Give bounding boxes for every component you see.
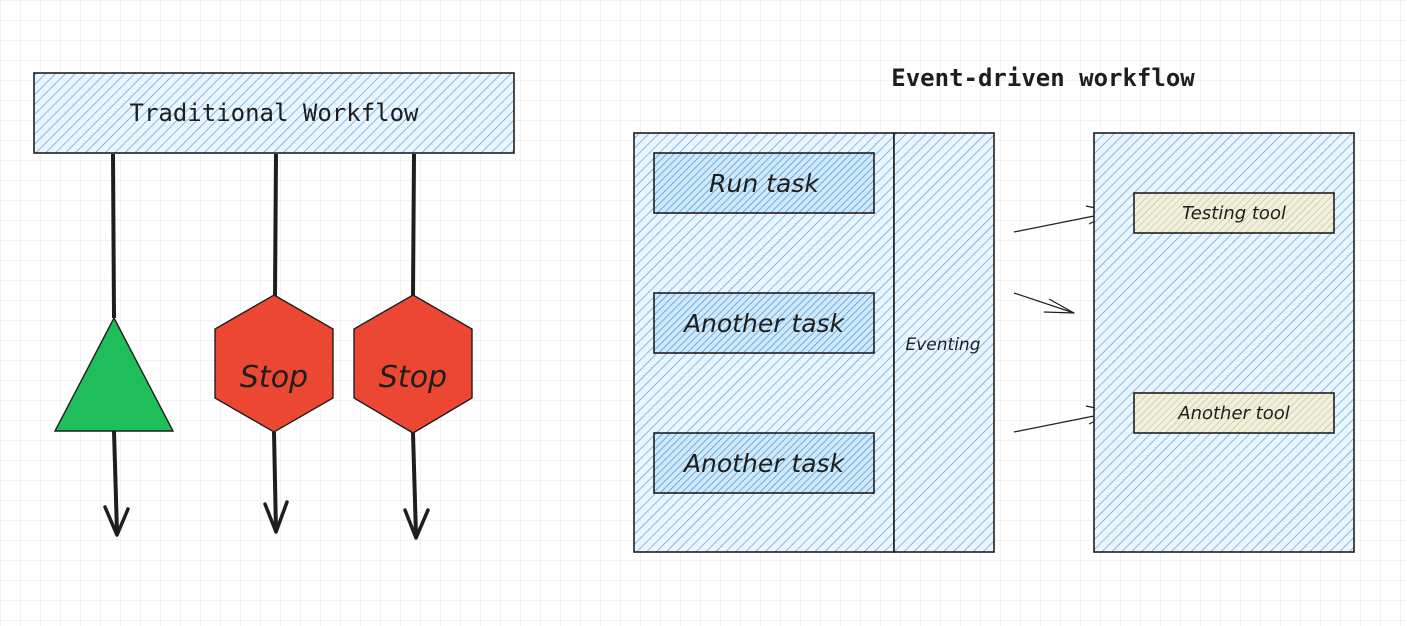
event-driven-workflow-title: Event-driven workflow	[891, 64, 1195, 92]
event-arrow-line-2	[1013, 292, 1075, 314]
lane-1-line-bottom	[112, 430, 119, 534]
arrow-down-icon	[403, 508, 430, 540]
arrow-right-icon	[1043, 298, 1075, 314]
tool-label-testing: Testing tool	[1182, 203, 1286, 224]
stop-label-1: Stop	[240, 360, 308, 395]
traditional-workflow-group: Traditional Workflow Stop Stop	[33, 72, 515, 540]
task-box-run	[653, 152, 875, 214]
lane-3-line-top	[411, 153, 416, 297]
lane-2-line-top	[273, 153, 278, 297]
traditional-workflow-header-box	[33, 72, 515, 154]
eventing-label: Eventing	[906, 335, 981, 355]
arrow-down-icon	[103, 505, 130, 537]
arrow-down-icon	[263, 500, 289, 534]
task-label-another-2: Another task	[682, 449, 846, 478]
tool-box-another	[1133, 392, 1335, 434]
eventing-column	[893, 132, 995, 553]
lane-2-line-bottom	[272, 431, 278, 533]
task-label-run: Run task	[709, 169, 820, 198]
event-driven-workflow-group: Event-driven workflow Eventing Run task …	[633, 64, 1355, 553]
task-label-another-1: Another task	[682, 309, 846, 338]
stop-label-2: Stop	[379, 360, 447, 395]
traditional-workflow-title: Traditional Workflow	[130, 99, 420, 127]
lane-1-line-top	[111, 153, 116, 319]
task-box-another-2	[653, 432, 875, 494]
task-box-another-1	[653, 292, 875, 354]
lane-3-line-bottom	[411, 432, 418, 537]
tool-label-another: Another tool	[1177, 403, 1289, 424]
tool-box-testing	[1133, 192, 1335, 234]
